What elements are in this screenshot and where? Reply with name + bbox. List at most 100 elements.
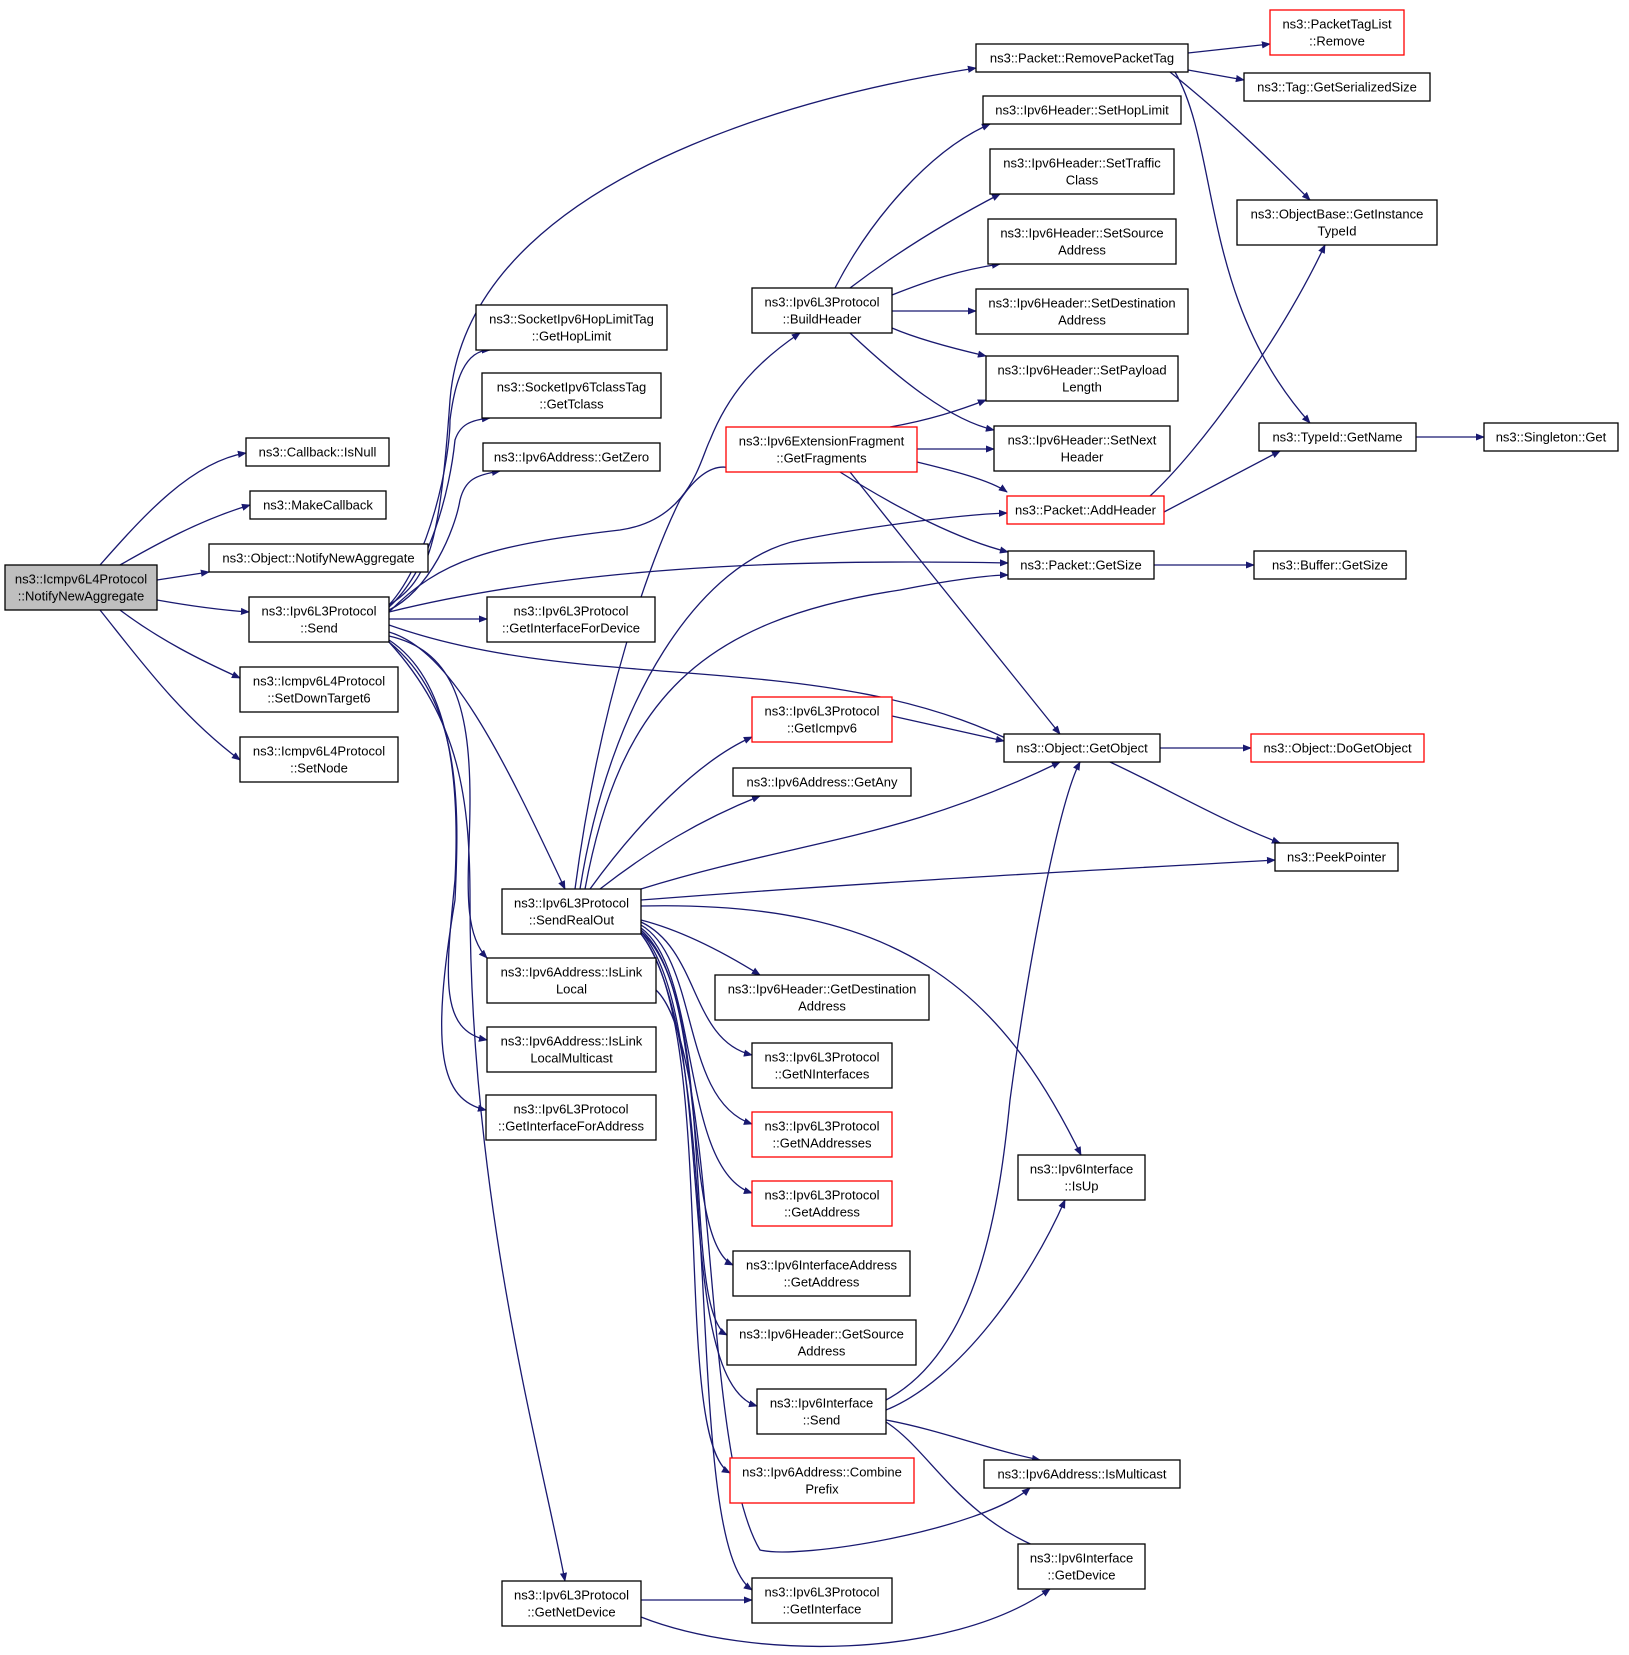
node-box [751,696,893,743]
node-box [249,490,387,520]
node-label: ns3::Icmpv6L4Protocol [253,674,385,689]
node-box [1003,733,1161,763]
node-tclasstag[interactable]: ns3::SocketIpv6TclassTag::GetTclass [481,372,662,419]
call-edge-pkt_addheader-to-typeid_getname [1163,450,1281,513]
call-edge-pkt_removetag-to-typeid_getname [1174,71,1311,424]
node-iface_isup[interactable]: ns3::Ipv6Interface::IsUp [1017,1154,1146,1201]
node-label: Header [1061,450,1104,465]
node-l3_geticmpv6[interactable]: ns3::Ipv6L3Protocol::GetIcmpv6 [751,696,893,743]
node-box [982,95,1182,125]
node-box [751,287,893,334]
call-edge-l3_sendrealout-to-l3_getnaddresses [640,924,753,1125]
node-icmp_setnode[interactable]: ns3::Icmpv6L4Protocol::SetNode [239,736,399,783]
node-addr_ismulticast[interactable]: ns3::Ipv6Address::IsMulticast [983,1459,1181,1489]
node-label: ns3::SocketIpv6TclassTag [497,380,647,395]
node-tag_getserializedsize[interactable]: ns3::Tag::GetSerializedSize [1243,72,1431,102]
node-label: ns3::Ipv6Header::SetSource [1000,226,1163,241]
node-label: ns3::Ipv6Header::GetDestination [728,982,917,997]
node-root[interactable]: ns3::Icmpv6L4Protocol::NotifyNewAggregat… [4,564,158,611]
node-box [975,288,1189,335]
call-edges [99,41,1485,1648]
node-label: ::GetAddress [784,1205,860,1220]
node-l3_getinterface[interactable]: ns3::Ipv6L3Protocol::GetInterface [751,1577,893,1624]
node-taglist_remove[interactable]: ns3::PacketTagList::Remove [1269,9,1405,56]
node-label: ns3::Ipv6Interface [1030,1551,1133,1566]
node-box [751,1180,893,1227]
node-buffer_getsize[interactable]: ns3::Buffer::GetSize [1253,550,1407,580]
node-label: ns3::Ipv6Address::GetAny [746,775,898,790]
node-box [4,564,158,611]
node-label: Address [1058,313,1106,328]
node-obj_notify[interactable]: ns3::Object::NotifyNewAggregate [208,543,429,573]
node-box [732,1250,911,1297]
node-label: ns3::Ipv6Header::GetSource [739,1327,904,1342]
node-peekpointer[interactable]: ns3::PeekPointer [1274,842,1399,872]
node-l3_buildheader[interactable]: ns3::Ipv6L3Protocol::BuildHeader [751,287,893,334]
call-edge-l3_send-to-l3_buildheader [388,332,801,613]
node-l3_getnetdevice[interactable]: ns3::Ipv6L3Protocol::GetNetDevice [501,1580,642,1627]
node-label: ::SetDownTarget6 [267,691,370,706]
call-edge-l3_sendrealout-to-l3_getninterfaces [640,921,753,1057]
node-addr_getany[interactable]: ns3::Ipv6Address::GetAny [732,767,912,797]
node-label: ns3::Ipv6InterfaceAddress [746,1258,898,1273]
node-typeid_getname[interactable]: ns3::TypeId::GetName [1258,422,1417,452]
node-l3_getifforaddr[interactable]: ns3::Ipv6L3Protocol::GetInterfaceForAddr… [485,1094,657,1141]
call-edge-l3_buildheader-to-hdr_setnext [849,332,995,432]
node-iface_getdevice[interactable]: ns3::Ipv6Interface::GetDevice [1017,1543,1146,1590]
node-l3_send[interactable]: ns3::Ipv6L3Protocol::Send [248,596,390,643]
call-edge-pkt_removetag-to-tag_getserializedsize [1187,69,1245,83]
node-box [475,304,668,351]
node-extfrag_getfragments[interactable]: ns3::Ipv6ExtensionFragment::GetFragments [725,426,918,473]
node-label: ::Remove [1309,34,1365,49]
node-label: ns3::Ipv6L3Protocol [514,604,629,619]
node-hdr_sethoplimit[interactable]: ns3::Ipv6Header::SetHopLimit [982,95,1182,125]
node-ifaddr_getaddress[interactable]: ns3::Ipv6InterfaceAddress::GetAddress [732,1250,911,1297]
node-makecallback[interactable]: ns3::MakeCallback [249,490,387,520]
node-addr_getzero[interactable]: ns3::Ipv6Address::GetZero [482,442,661,472]
node-l3_sendrealout[interactable]: ns3::Ipv6L3Protocol::SendRealOut [501,888,642,935]
node-box [1007,550,1155,580]
node-l3_getiffordevice[interactable]: ns3::Ipv6L3Protocol::GetInterfaceForDevi… [486,596,656,643]
call-edge-l3_sendrealout-to-pkt_addheader [579,509,1008,890]
call-edge-root-to-cb_isnull [99,450,247,566]
node-hoplimittag[interactable]: ns3::SocketIpv6HopLimitTag::GetHopLimit [475,304,668,351]
node-box [732,767,912,797]
node-l3_getninterfaces[interactable]: ns3::Ipv6L3Protocol::GetNInterfaces [751,1042,893,1089]
node-box [1269,9,1405,56]
node-label: ns3::Ipv6Header::SetNext [1008,433,1157,448]
node-l3_getaddress[interactable]: ns3::Ipv6L3Protocol::GetAddress [751,1180,893,1227]
node-label: ::IsUp [1065,1179,1099,1194]
node-l3_getnaddresses[interactable]: ns3::Ipv6L3Protocol::GetNAddresses [751,1111,893,1158]
node-box [1243,72,1431,102]
call-edge-l3_sendrealout-to-l3_getaddress [640,927,753,1194]
node-icmp_setdown[interactable]: ns3::Icmpv6L4Protocol::SetDownTarget6 [239,666,399,713]
node-iface_send[interactable]: ns3::Ipv6Interface::Send [756,1388,887,1435]
node-cb_isnull[interactable]: ns3::Callback::IsNull [245,437,390,467]
node-pkt_removetag[interactable]: ns3::Packet::RemovePacketTag [975,43,1189,73]
node-singleton_get[interactable]: ns3::Singleton::Get [1483,422,1619,452]
node-pkt_addheader[interactable]: ns3::Packet::AddHeader [1006,495,1165,525]
node-pkt_getsize[interactable]: ns3::Packet::GetSize [1007,550,1155,580]
call-edge-l3_sendrealout-to-l3_getinterface [640,933,753,1591]
node-obj_dogetobject[interactable]: ns3::Object::DoGetObject [1250,733,1425,763]
node-label: LocalMulticast [530,1051,613,1066]
node-label: ns3::TypeId::GetName [1272,430,1402,445]
node-obj_getobject[interactable]: ns3::Object::GetObject [1003,733,1161,763]
node-label: ns3::Ipv6Interface [770,1396,873,1411]
node-label: ns3::Ipv6Header::SetPayload [997,363,1166,378]
node-label: ns3::Ipv6Address::IsMulticast [997,1467,1166,1482]
call-edge-l3_buildheader-to-hdr_setsource [891,261,1001,296]
call-edge-l3_buildheader-to-hdr_settraffic [849,193,1001,289]
node-label: Local [556,982,587,997]
